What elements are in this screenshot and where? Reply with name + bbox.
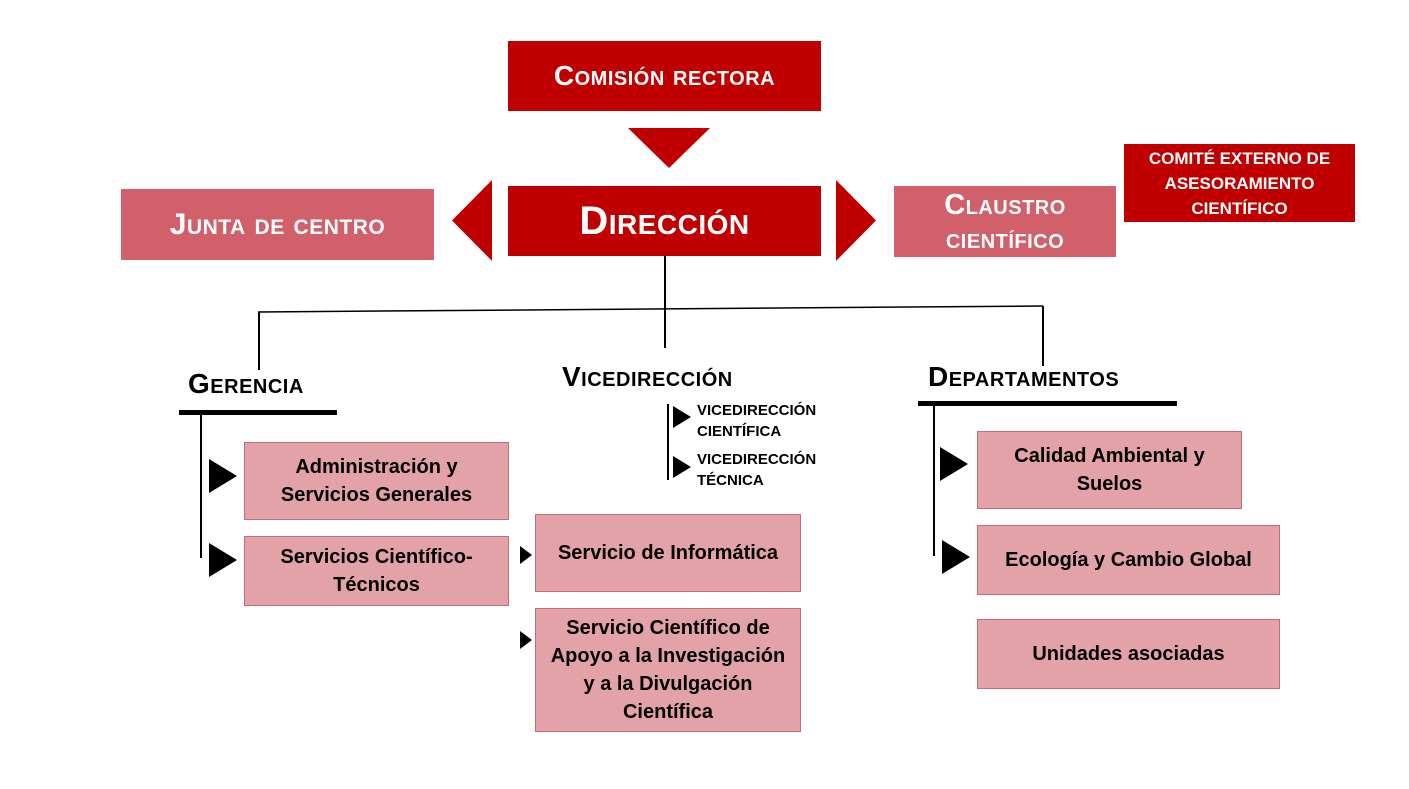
comision-rectora-label: Comisión rectora — [553, 60, 776, 91]
departamentos-branch-line — [933, 406, 935, 556]
departamento-calidad-ambiental: Calidad Ambiental y Suelos — [977, 431, 1242, 509]
left-arrow-icon — [452, 180, 492, 261]
departamento-ecologia-cambio-global: Ecología y Cambio Global — [977, 525, 1280, 595]
vicedireccion-title: Vicedirección — [562, 361, 733, 392]
sub-item-servicio-apoyo-investigacion: Servicio Científico de Apoyo a la Invest… — [535, 608, 801, 732]
vicedireccion-branch-line — [667, 404, 669, 480]
claustro-cientifico-box: Claustro científico — [894, 186, 1116, 257]
sub-item-1-label: Servicio de Informática — [557, 542, 779, 564]
sub-item-1-arrow-icon — [520, 546, 532, 564]
direccion-box: Dirección — [508, 186, 821, 256]
gerencia-underline — [179, 410, 337, 415]
gerencia-title: Gerencia — [188, 368, 304, 399]
departamentos-item-1-arrow-icon — [940, 447, 968, 481]
claustro-cientifico-label: Claustro científico — [944, 188, 1066, 255]
vicedireccion-item-2-arrow-icon — [673, 456, 691, 478]
gerencia-item-1-arrow-icon — [209, 459, 237, 493]
departamentos-title: Departamentos — [928, 361, 1120, 392]
departamento-3-label: Unidades asociadas — [1032, 643, 1225, 665]
direccion-label: Dirección — [579, 198, 750, 243]
vicedireccion-cientifica-label: VICEDIRECCIÓN CIENTÍFICA — [697, 402, 817, 440]
comite-externo-label: COMITÉ EXTERNO DE ASESORAMIENTO CIENTÍFI… — [1148, 148, 1331, 218]
junta-de-centro-label: Junta de centro — [169, 207, 386, 241]
gerencia-item-2-label: Servicios Científico-Técnicos — [280, 546, 473, 596]
right-arrow-icon — [836, 180, 876, 261]
departamento-unidades-asociadas: Unidades asociadas — [977, 619, 1280, 689]
gerencia-item-administracion: Administración y Servicios Generales — [244, 442, 509, 520]
comite-externo-box: COMITÉ EXTERNO DE ASESORAMIENTO CIENTÍFI… — [1124, 144, 1355, 222]
departamentos-item-2-arrow-icon — [942, 540, 970, 574]
connector-departamentos-vertical — [1042, 306, 1044, 366]
vicedireccion-item-1-arrow-icon — [673, 406, 691, 428]
sub-item-servicio-informatica: Servicio de Informática — [535, 514, 801, 592]
connector-direccion-vertical — [664, 256, 666, 348]
vicedireccion-tecnica-label: VICEDIRECCIÓN TÉCNICA — [697, 451, 817, 489]
gerencia-item-1-label: Administración y Servicios Generales — [280, 456, 473, 506]
gerencia-branch-line — [200, 415, 202, 558]
comision-rectora-box: Comisión rectora — [508, 41, 821, 111]
departamento-2-label: Ecología y Cambio Global — [1005, 549, 1252, 571]
gerencia-item-2-arrow-icon — [209, 543, 237, 577]
departamentos-underline — [918, 401, 1177, 406]
gerencia-item-servicios-cientifico-tecnicos: Servicios Científico-Técnicos — [244, 536, 509, 606]
sub-item-2-arrow-icon — [520, 631, 532, 649]
connector-gerencia-vertical — [258, 312, 260, 370]
departamento-1-label: Calidad Ambiental y Suelos — [1014, 445, 1205, 495]
sub-item-2-label: Servicio Científico de Apoyo a la Invest… — [550, 617, 786, 723]
junta-de-centro-box: Junta de centro — [121, 189, 434, 260]
down-arrow-icon — [628, 128, 710, 168]
